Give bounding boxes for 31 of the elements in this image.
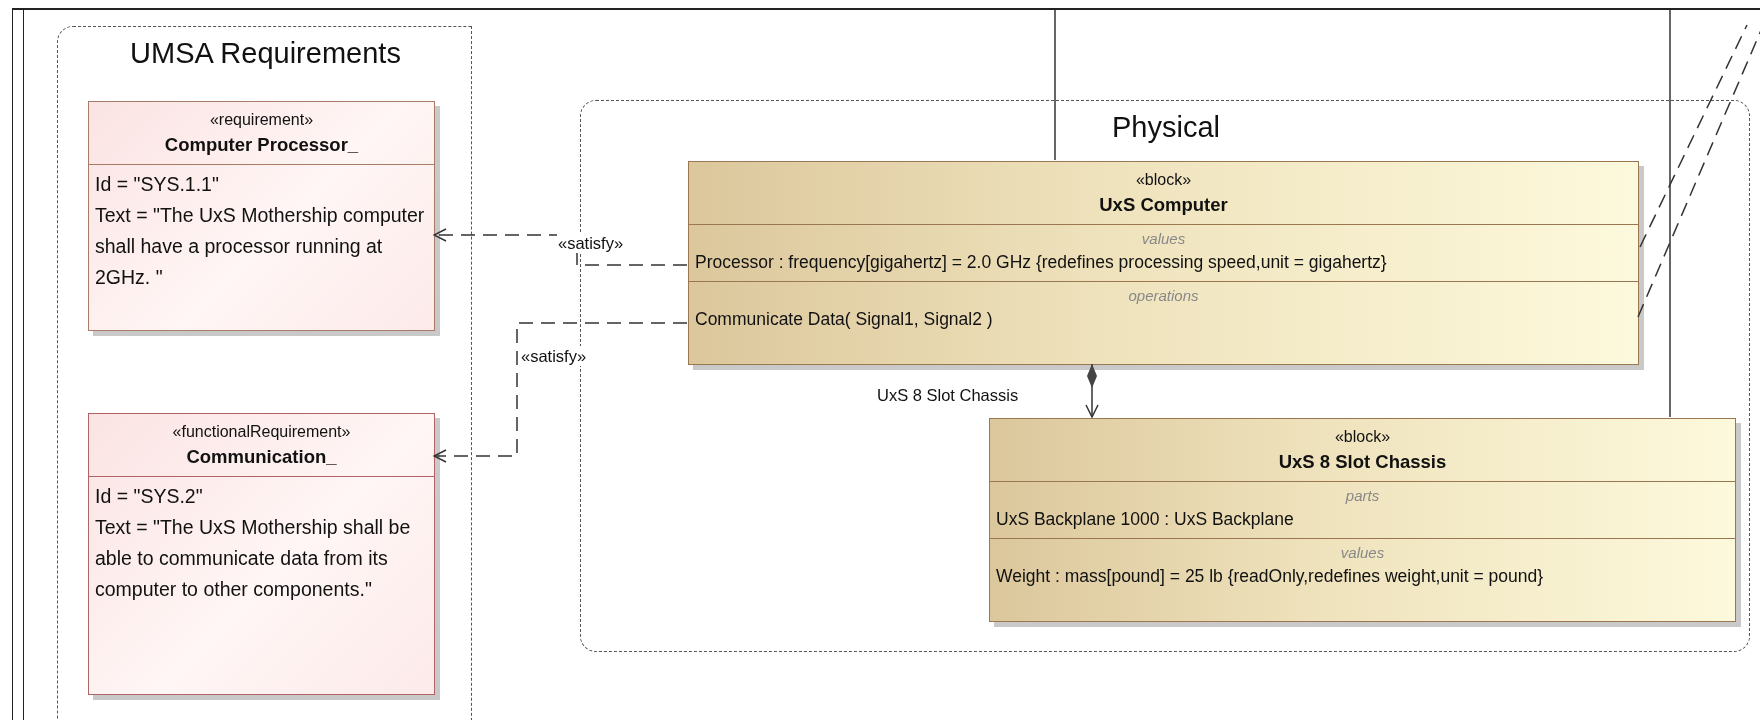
package-title: UMSA Requirements	[129, 36, 401, 70]
compartment-label: parts	[1344, 486, 1381, 506]
property-text: Id = "SYS.2"	[95, 484, 204, 509]
property-text: Text = "The UxS Mothership shall be able to communicate data from its computer to other components."	[95, 515, 412, 602]
dashed-connector	[433, 322, 688, 463]
compartment-label: values	[1140, 229, 1187, 249]
element-name: UxS Computer	[1099, 193, 1228, 217]
stereotype-label: «block»	[1334, 427, 1391, 447]
property-text: Processor : frequency[gigahertz] = 2.0 GHz {redefines processing speed,unit = gigahertz}	[695, 251, 1388, 274]
compartment-label: operations	[1127, 286, 1200, 306]
package-title: Physical	[1111, 110, 1220, 144]
element-name: Computer Processor_	[164, 133, 359, 157]
property-text: Id = "SYS.1.1"	[95, 172, 220, 197]
element-name: UxS 8 Slot Chassis	[1278, 450, 1447, 474]
stereotype-label: «functionalRequirement»	[172, 422, 351, 442]
connector	[1669, 9, 1671, 418]
edge-label: «satisfy»	[557, 233, 625, 253]
connector	[1054, 9, 1056, 161]
element-name: Communication_	[186, 445, 337, 469]
property-text: Weight : mass[pound] = 25 lb {readOnly,redefines weight,unit = pound}	[996, 565, 1545, 588]
stereotype-label: «requirement»	[209, 110, 314, 130]
property-text: UxS Backplane 1000 : UxS Backplane	[996, 508, 1295, 531]
stereotype-label: «block»	[1135, 170, 1192, 190]
property-text: Communicate Data( Signal1, Signal2 )	[695, 308, 994, 331]
connector	[1085, 363, 1099, 418]
dashed-connector	[1639, 24, 1748, 248]
edge-label: «satisfy»	[520, 346, 588, 366]
package-frame	[57, 26, 472, 720]
compartment-label: values	[1339, 543, 1386, 563]
dashed-connector	[433, 228, 688, 266]
property-text: Text = "The UxS Mothership computer shall have a processor running at 2GHz. "	[95, 203, 426, 290]
